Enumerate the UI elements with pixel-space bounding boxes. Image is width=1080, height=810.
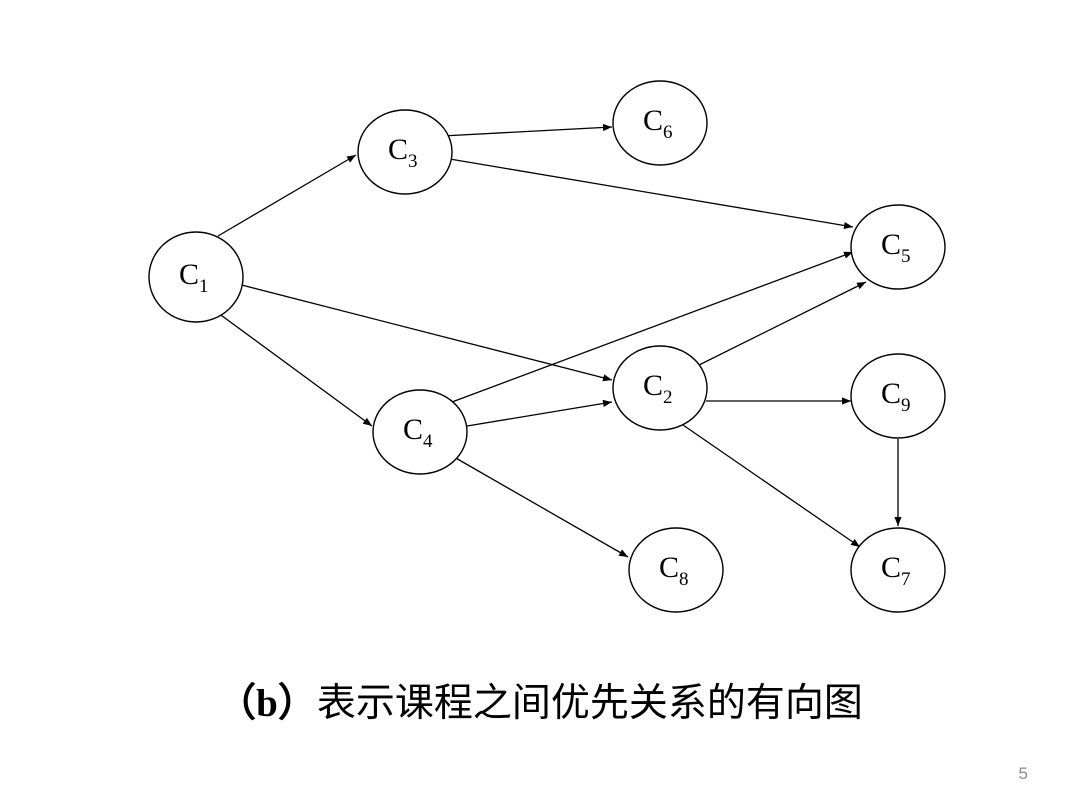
edges [213,123,902,558]
node-label: C6 [643,104,673,143]
node-ellipse [850,204,946,290]
node-c8: C8 [628,527,724,613]
page-number: 5 [1018,764,1028,783]
node-ellipse [148,231,244,323]
node-ellipse [612,80,708,166]
node-c1: C1 [148,231,244,323]
edge-c4-to-c2 [454,399,613,429]
node-c9: C9 [850,353,946,439]
edge-c4-to-c8 [453,456,629,558]
node-ellipse [628,527,724,613]
edge-c1-to-c4 [213,309,373,427]
node-label: C4 [403,413,433,452]
edge-c1-to-c2 [229,281,613,382]
node-label: C7 [881,551,911,590]
node-label: C3 [388,133,418,172]
node-c5: C5 [850,204,946,290]
node-label: C8 [659,551,689,590]
caption-text: 表示课程之间优先关系的有向图 [316,682,863,725]
node-label: C1 [179,258,209,297]
node-ellipse [372,389,468,475]
node-ellipse [850,527,946,613]
node-c7: C7 [850,527,946,613]
node-c3: C3 [357,109,453,195]
edge-c3-to-c5 [437,156,854,230]
node-c6: C6 [612,80,708,166]
node-ellipse [850,353,946,439]
edge-c2-to-c5 [692,281,867,369]
node-label: C9 [881,377,911,416]
node-ellipse [612,345,708,431]
edge-c4-to-c5 [451,251,854,403]
node-c2: C2 [612,345,708,431]
node-label: C2 [643,369,673,408]
edge-c3-to-c6 [441,123,613,137]
node-c4: C4 [372,389,468,475]
figure-caption: （b）表示课程之间优先关系的有向图 [0,672,1080,728]
edge-c1-to-c3 [217,154,357,237]
caption-prefix: （b） [217,682,317,725]
node-label: C5 [881,228,911,267]
edge-c2-to-c7 [682,424,861,548]
node-ellipse [357,109,453,195]
